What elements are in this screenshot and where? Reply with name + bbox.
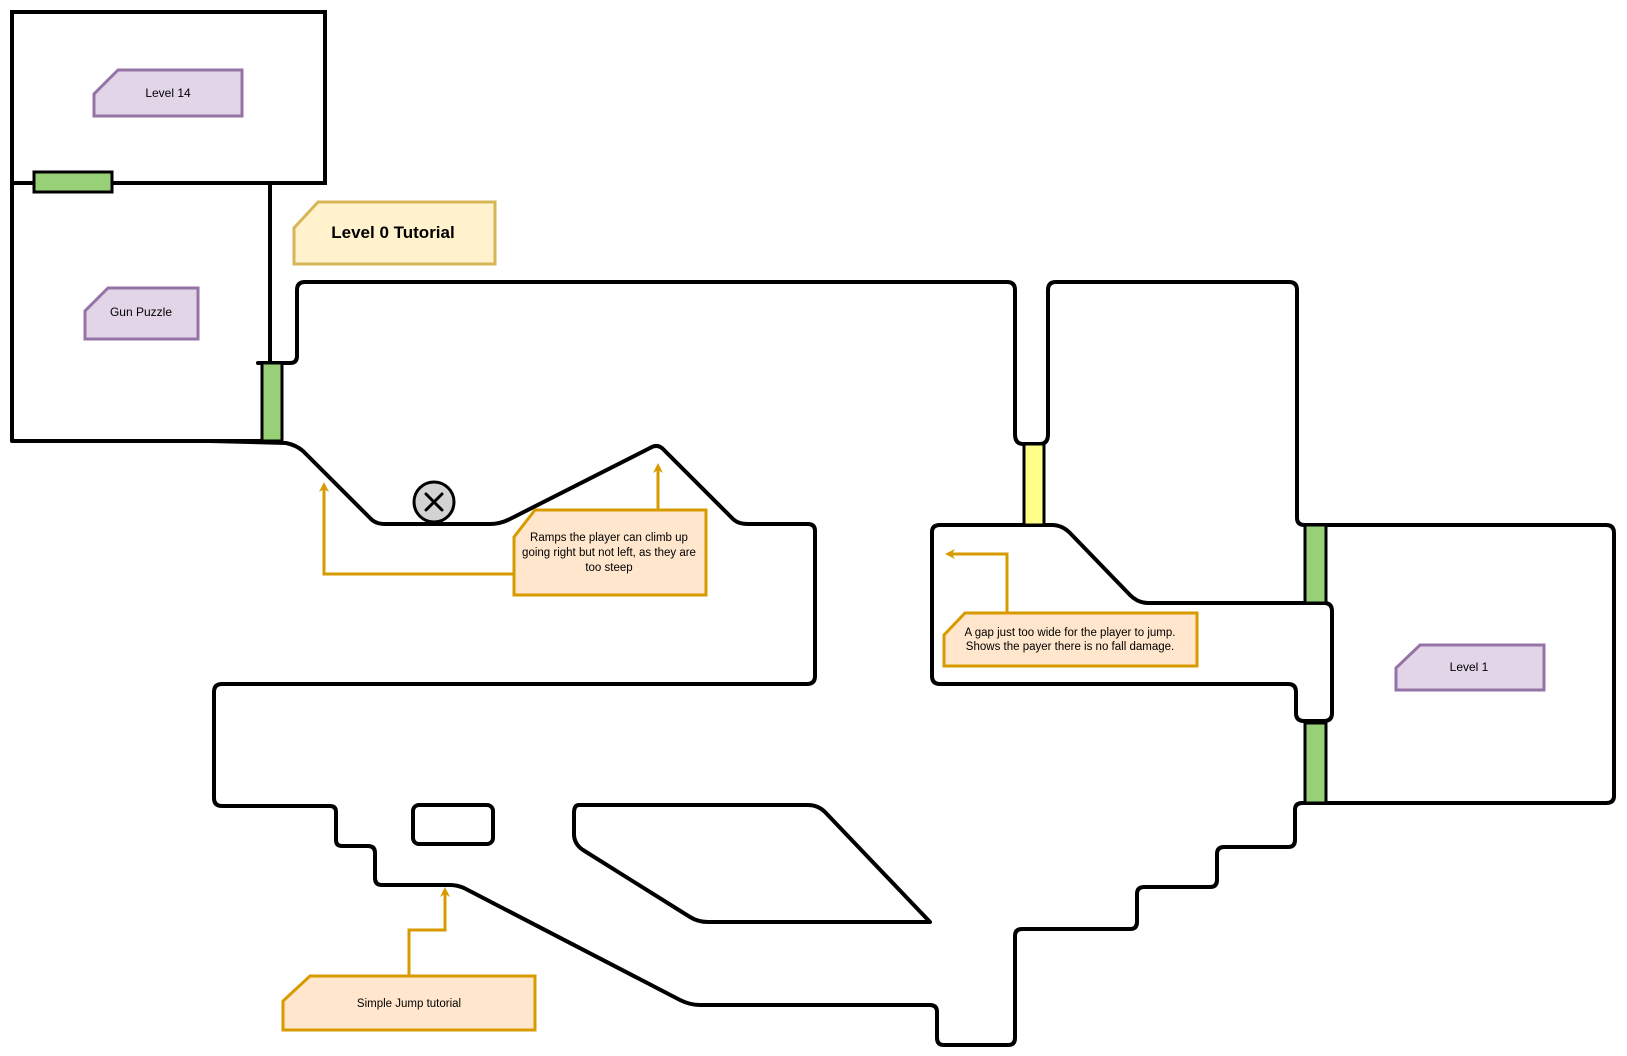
door-gap-yellow [1022, 442, 1046, 527]
wall-ramp-floor [208, 439, 1312, 1047]
note-ramps-line-3: too steep [585, 562, 632, 574]
note-gap-line-2: Shows the payer there is no fall damage. [966, 641, 1174, 653]
label-level-14: Level 14 [92, 68, 244, 118]
x-circle-icon [412, 480, 456, 524]
wall-gap-chamber [930, 523, 1334, 723]
diagram-title: Level 0 Tutorial [292, 200, 497, 266]
room-level-1 [1306, 523, 1616, 805]
small-block [411, 803, 495, 846]
note-ramps-line-1: Ramps the player can climb up [530, 532, 688, 544]
note-jump: Simple Jump tutorial [281, 887, 537, 1032]
label-level-1-text: Level 1 [1450, 660, 1489, 674]
label-level-14-text: Level 14 [145, 86, 191, 100]
door-level14-gunpuzzle [32, 170, 114, 194]
label-gun-puzzle-text: Gun Puzzle [110, 305, 172, 319]
note-ramps-line-2: going right but not left, as they are [522, 547, 696, 559]
wall-upper-corridor [256, 280, 1310, 527]
diagram-title-text: Level 0 Tutorial [331, 223, 454, 242]
door-level1-lower [1303, 721, 1328, 805]
room-level-14 [10, 10, 327, 185]
door-level1-upper [1303, 523, 1328, 605]
angled-platform [572, 803, 932, 924]
note-jump-text: Simple Jump tutorial [357, 998, 461, 1010]
note-gap: A gap just too wide for the player to ju… [942, 549, 1199, 668]
label-level-1: Level 1 [1394, 643, 1546, 692]
door-gunpuzzle-main [260, 361, 284, 443]
note-gap-line-1: A gap just too wide for the player to ju… [965, 627, 1176, 639]
note-ramps: Ramps the player can climb up going righ… [319, 463, 708, 597]
room-gun-puzzle [10, 181, 272, 443]
label-gun-puzzle: Gun Puzzle [83, 286, 200, 341]
